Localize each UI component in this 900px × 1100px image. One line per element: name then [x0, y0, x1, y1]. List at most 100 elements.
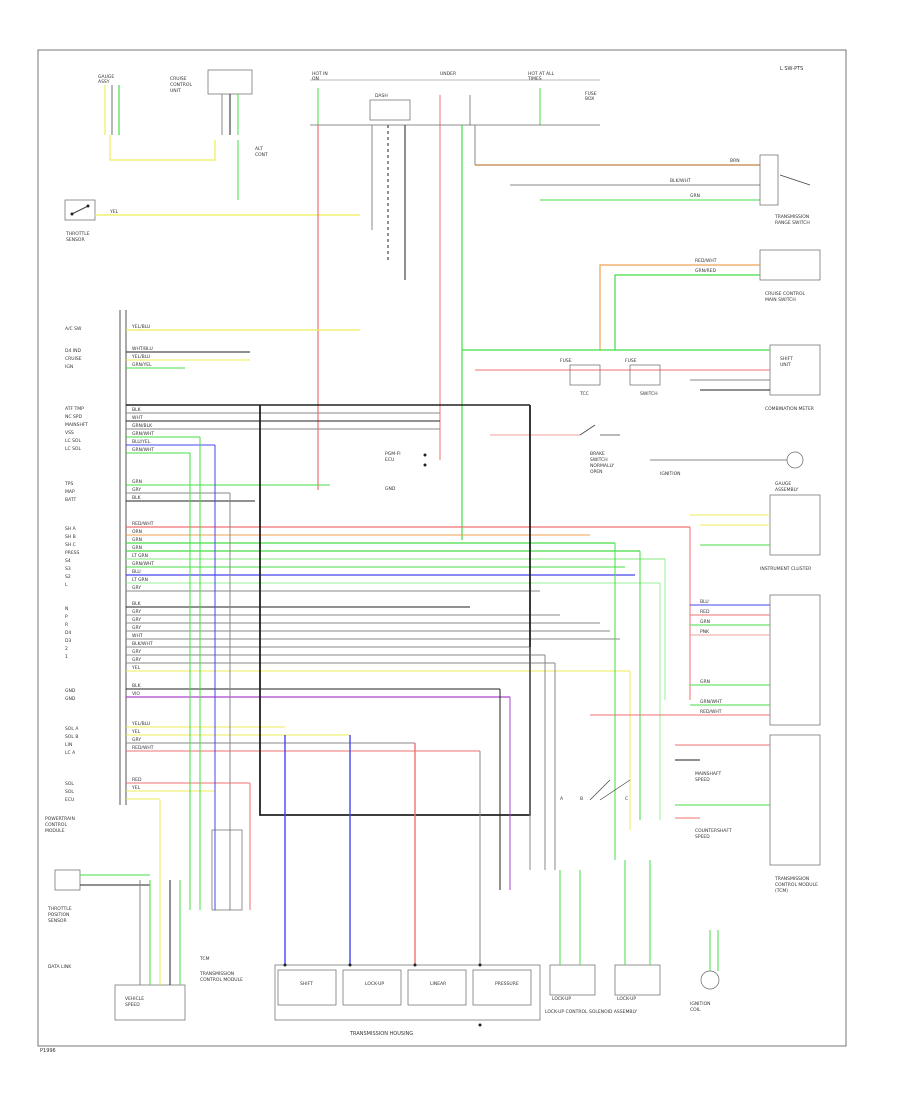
svg-text:1: 1	[65, 654, 68, 660]
svg-text:TRANSMISSION: TRANSMISSION	[199, 971, 234, 977]
svg-text:SOL: SOL	[65, 789, 74, 795]
svg-text:YEL: YEL	[131, 785, 141, 791]
svg-text:FUSE: FUSE	[585, 91, 597, 97]
connector-dots	[283, 963, 482, 1027]
svg-text:SH C: SH C	[65, 542, 76, 548]
svg-text:LINEAR: LINEAR	[430, 981, 446, 987]
svg-text:BRAKE: BRAKE	[590, 451, 605, 457]
svg-text:MAP: MAP	[65, 489, 75, 495]
svg-text:D4: D4	[65, 630, 71, 636]
svg-text:SWITCH: SWITCH	[590, 457, 608, 463]
svg-text:LOCK-UP CONTROL SOLENOID ASSEM: LOCK-UP CONTROL SOLENOID ASSEMBLY	[545, 1009, 637, 1015]
svg-text:GND: GND	[65, 688, 76, 694]
trans-range-positions: BLU RED GRN PNK GRN GRN/WHT RED/WHT	[590, 594, 821, 726]
svg-text:BLK: BLK	[132, 601, 142, 607]
svg-text:D4 IND: D4 IND	[65, 348, 81, 354]
svg-text:SHIFT: SHIFT	[300, 981, 313, 987]
svg-text:SHIFT: SHIFT	[780, 356, 793, 362]
svg-text:A/C SW: A/C SW	[65, 326, 82, 332]
svg-text:A: A	[560, 796, 564, 802]
svg-text:DASH: DASH	[375, 93, 388, 99]
svg-text:PRESSURE: PRESSURE	[495, 981, 519, 987]
svg-text:N: N	[65, 606, 68, 612]
svg-text:LOCK-UP: LOCK-UP	[617, 996, 636, 1002]
svg-text:OPEN: OPEN	[590, 469, 602, 475]
svg-text:MAIN SWITCH: MAIN SWITCH	[765, 297, 796, 303]
svg-text:(TCM): (TCM)	[775, 888, 788, 894]
svg-text:SWITCH: SWITCH	[640, 391, 658, 397]
svg-text:FUSE: FUSE	[560, 358, 572, 364]
svg-text:TRANSMISSION: TRANSMISSION	[774, 876, 809, 882]
svg-text:YEL: YEL	[109, 209, 119, 215]
svg-text:SOL: SOL	[65, 781, 74, 787]
svg-text:MODULE: MODULE	[45, 828, 65, 834]
svg-text:LT GRN: LT GRN	[132, 553, 148, 559]
svg-text:GRN/WHT: GRN/WHT	[132, 431, 154, 437]
svg-text:IGNITION: IGNITION	[660, 471, 681, 477]
svg-text:BRN: BRN	[730, 158, 740, 164]
pcm-connector: POWERTRAIN CONTROL MODULE	[45, 310, 127, 834]
svg-text:GRN: GRN	[700, 679, 710, 685]
svg-text:BLK/WHT: BLK/WHT	[132, 641, 153, 647]
ignition-coil: IGNITION COIL	[690, 930, 720, 1013]
shift-indicator-pins: A B C	[560, 779, 631, 802]
right-verticals	[499, 527, 691, 890]
svg-text:S2: S2	[65, 574, 71, 580]
svg-text:LC A: LC A	[65, 750, 76, 756]
svg-text:THROTTLE: THROTTLE	[65, 231, 90, 237]
svg-text:GRY: GRY	[132, 609, 141, 615]
svg-text:BLU: BLU	[132, 569, 141, 575]
svg-text:SENSOR: SENSOR	[48, 918, 67, 924]
svg-text:HOT AT ALL: HOT AT ALL	[528, 71, 555, 77]
svg-text:RED: RED	[132, 777, 142, 783]
ignition-block: IGNITION	[650, 451, 804, 477]
svg-text:LC SOL: LC SOL	[65, 446, 81, 452]
svg-text:GRY: GRY	[132, 617, 141, 623]
svg-text:ORN: ORN	[132, 529, 142, 535]
svg-text:SPEED: SPEED	[695, 777, 710, 783]
svg-text:GRN: GRN	[700, 619, 710, 625]
pcm-wire-labels: YEL/BLU WHT/BLU YEL/BLU GRN/YEL BLK WHT …	[131, 324, 154, 791]
svg-text:LIN: LIN	[65, 742, 72, 748]
svg-text:GRY: GRY	[132, 649, 141, 655]
svg-text:GRN/RED: GRN/RED	[695, 268, 716, 274]
svg-text:SH B: SH B	[65, 534, 76, 540]
svg-text:S3: S3	[65, 566, 71, 572]
svg-text:CRUISE: CRUISE	[170, 76, 187, 82]
svg-text:THROTTLE: THROTTLE	[47, 906, 72, 912]
svg-text:ASSY: ASSY	[98, 79, 110, 85]
svg-text:CONTROL: CONTROL	[170, 82, 192, 88]
fuse-group-top: HOT IN ON UNDER HOT AT ALL TIMES FUSE BO…	[310, 71, 600, 125]
svg-text:GRN/WHT: GRN/WHT	[132, 561, 154, 567]
brake-switch: BRAKE SWITCH NORMALLY OPEN	[490, 424, 620, 475]
svg-text:GRN: GRN	[690, 193, 700, 199]
pcm-wires	[126, 329, 690, 800]
alt-label: ALT	[255, 146, 263, 152]
svg-text:FUSE: FUSE	[625, 358, 637, 364]
svg-text:PNK: PNK	[700, 629, 710, 635]
svg-text:BOX: BOX	[585, 96, 594, 102]
svg-text:GRY: GRY	[132, 625, 141, 631]
svg-text:MAINSHAFT: MAINSHAFT	[695, 771, 721, 777]
svg-text:GAUGE: GAUGE	[775, 481, 791, 487]
svg-text:VSS: VSS	[65, 430, 74, 436]
mid-fuses: FUSE FUSE TCC SWITCH	[560, 358, 661, 397]
svg-text:PGM-FI: PGM-FI	[385, 451, 401, 457]
svg-text:TCM: TCM	[199, 956, 210, 962]
svg-text:BLK: BLK	[132, 407, 142, 413]
svg-text:YEL: YEL	[131, 665, 141, 671]
svg-text:R: R	[65, 622, 68, 628]
transmission-housing: SHIFT LOCK-UP LINEAR PRESSURE TRANSMISSI…	[274, 735, 541, 1037]
svg-text:GRY: GRY	[132, 737, 141, 743]
svg-text:SPEED: SPEED	[125, 1002, 140, 1008]
svg-text:COIL: COIL	[690, 1007, 701, 1013]
svg-text:RED/WHT: RED/WHT	[695, 258, 717, 264]
gauge-connector-top: GAUGE ASSY	[98, 74, 120, 135]
svg-text:NORMALLY: NORMALLY	[590, 463, 614, 469]
svg-text:GRN/YEL: GRN/YEL	[132, 362, 152, 368]
svg-text:CRUISE CONTROL: CRUISE CONTROL	[765, 291, 805, 297]
speed-sensors-right: MAINSHAFT SPEED COUNTERSHAFT SPEED TRANS…	[675, 734, 821, 894]
svg-text:RED/WHT: RED/WHT	[132, 521, 154, 527]
svg-text:GRY: GRY	[132, 585, 141, 591]
